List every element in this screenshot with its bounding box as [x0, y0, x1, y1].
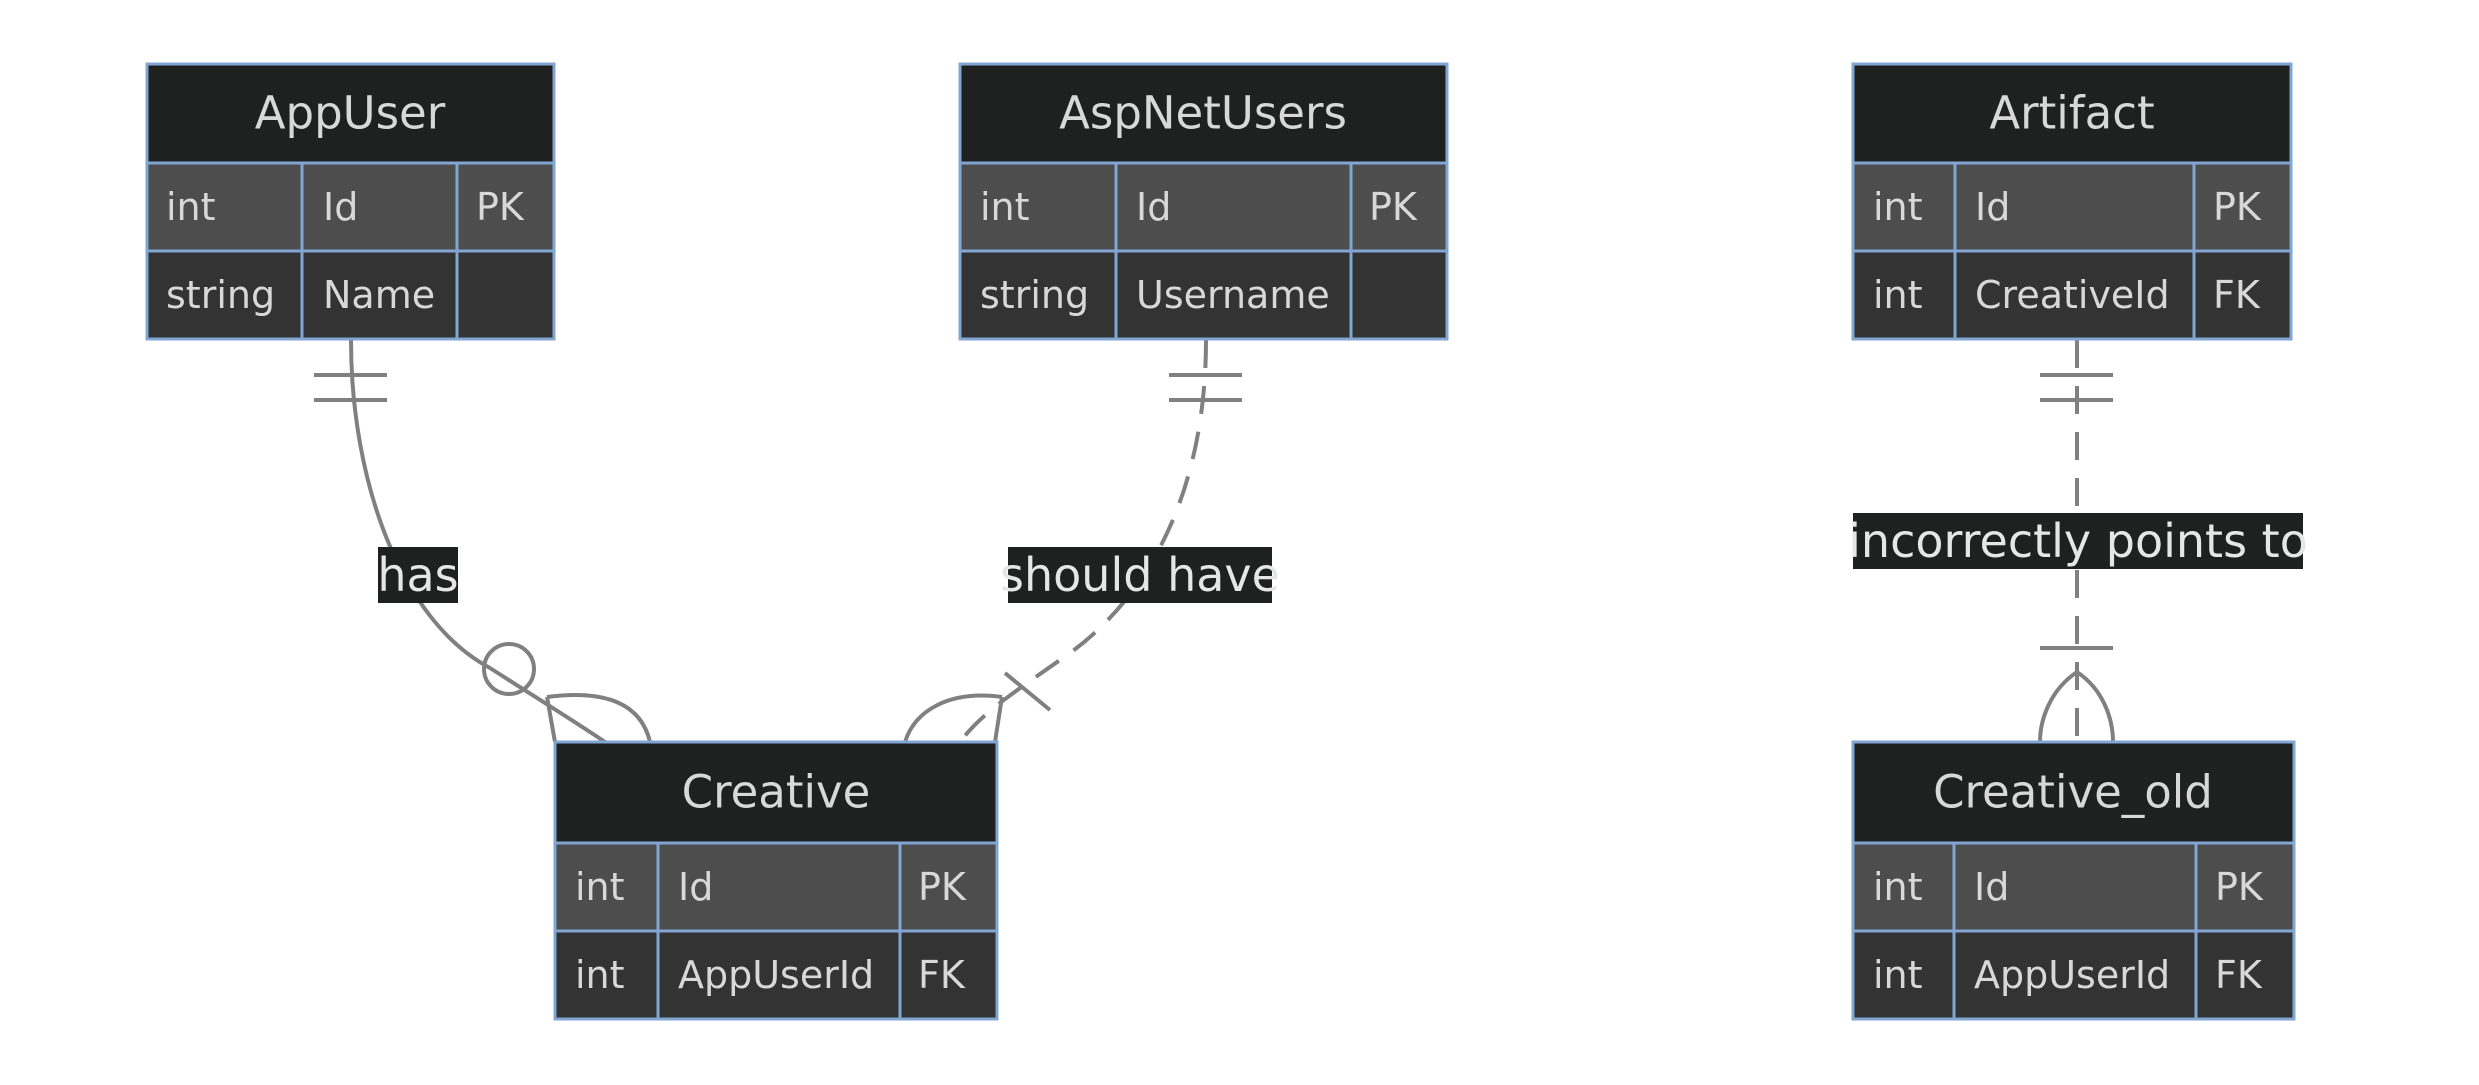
attribute-name: AppUserId	[678, 953, 874, 997]
attribute-key: FK	[2213, 273, 2261, 317]
entity-title: Artifact	[1989, 87, 2154, 140]
entity-appuser: AppUser int Id PK string Name	[145, 62, 556, 341]
attribute-name: CreativeId	[1975, 273, 2170, 317]
attribute-type: int	[166, 185, 216, 229]
attribute-key: PK	[2213, 185, 2262, 229]
attribute-type: string	[980, 273, 1089, 317]
attribute-type: int	[1873, 185, 1923, 229]
attribute-type: int	[575, 953, 625, 997]
entity-creative-old: Creative_old int Id PK int AppUserId FK	[1851, 740, 2296, 1021]
exactly-one-marker	[2040, 373, 2113, 402]
exactly-one-marker	[314, 373, 387, 402]
attribute-name: Id	[1136, 185, 1171, 229]
attribute-name: Id	[323, 185, 358, 229]
entity-title: Creative_old	[1933, 766, 2213, 819]
relationship-line	[958, 339, 1208, 744]
relationship-label: has	[377, 548, 458, 602]
attribute-key: FK	[2215, 953, 2263, 997]
relationship-appuser-creative	[314, 339, 652, 744]
attribute-type: int	[1873, 865, 1923, 909]
attribute-type: int	[575, 865, 625, 909]
label-incorrectly-points-to: incorrectly points to	[1848, 513, 2308, 569]
label-should-have: should have	[1000, 547, 1280, 603]
attribute-name: Name	[323, 273, 435, 317]
attribute-name: AppUserId	[1974, 953, 2170, 997]
attribute-name: Id	[678, 865, 713, 909]
relationship-line	[349, 339, 607, 744]
attribute-name: Username	[1136, 273, 1330, 317]
entity-title: AppUser	[255, 87, 446, 140]
attribute-name: Id	[1975, 185, 2010, 229]
entity-title: AspNetUsers	[1059, 87, 1347, 140]
attribute-key: PK	[2215, 865, 2264, 909]
attribute-key: PK	[1369, 185, 1418, 229]
attribute-type: int	[1873, 273, 1923, 317]
one-or-many-marker	[903, 671, 1052, 743]
attribute-key: PK	[918, 865, 967, 909]
relationship-label: should have	[1000, 548, 1280, 602]
relationship-aspnetusers-creative	[903, 339, 1242, 744]
attribute-type: int	[1873, 953, 1923, 997]
zero-or-many-marker	[482, 642, 652, 743]
attribute-name: Id	[1974, 865, 2009, 909]
entity-aspnetusers: AspNetUsers int Id PK string Username	[958, 62, 1449, 341]
attribute-key: FK	[918, 953, 966, 997]
attribute-type: string	[166, 273, 275, 317]
entity-creative: Creative int Id PK int AppUserId FK	[553, 740, 999, 1021]
label-has: has	[377, 547, 459, 603]
exactly-one-marker	[1169, 373, 1242, 402]
attribute-type: int	[980, 185, 1030, 229]
entity-artifact: Artifact int Id PK int CreativeId FK	[1851, 62, 2293, 341]
entity-title: Creative	[682, 766, 871, 819]
attribute-key: PK	[476, 185, 525, 229]
one-or-many-marker	[2038, 646, 2115, 743]
relationship-label: incorrectly points to	[1848, 514, 2308, 568]
